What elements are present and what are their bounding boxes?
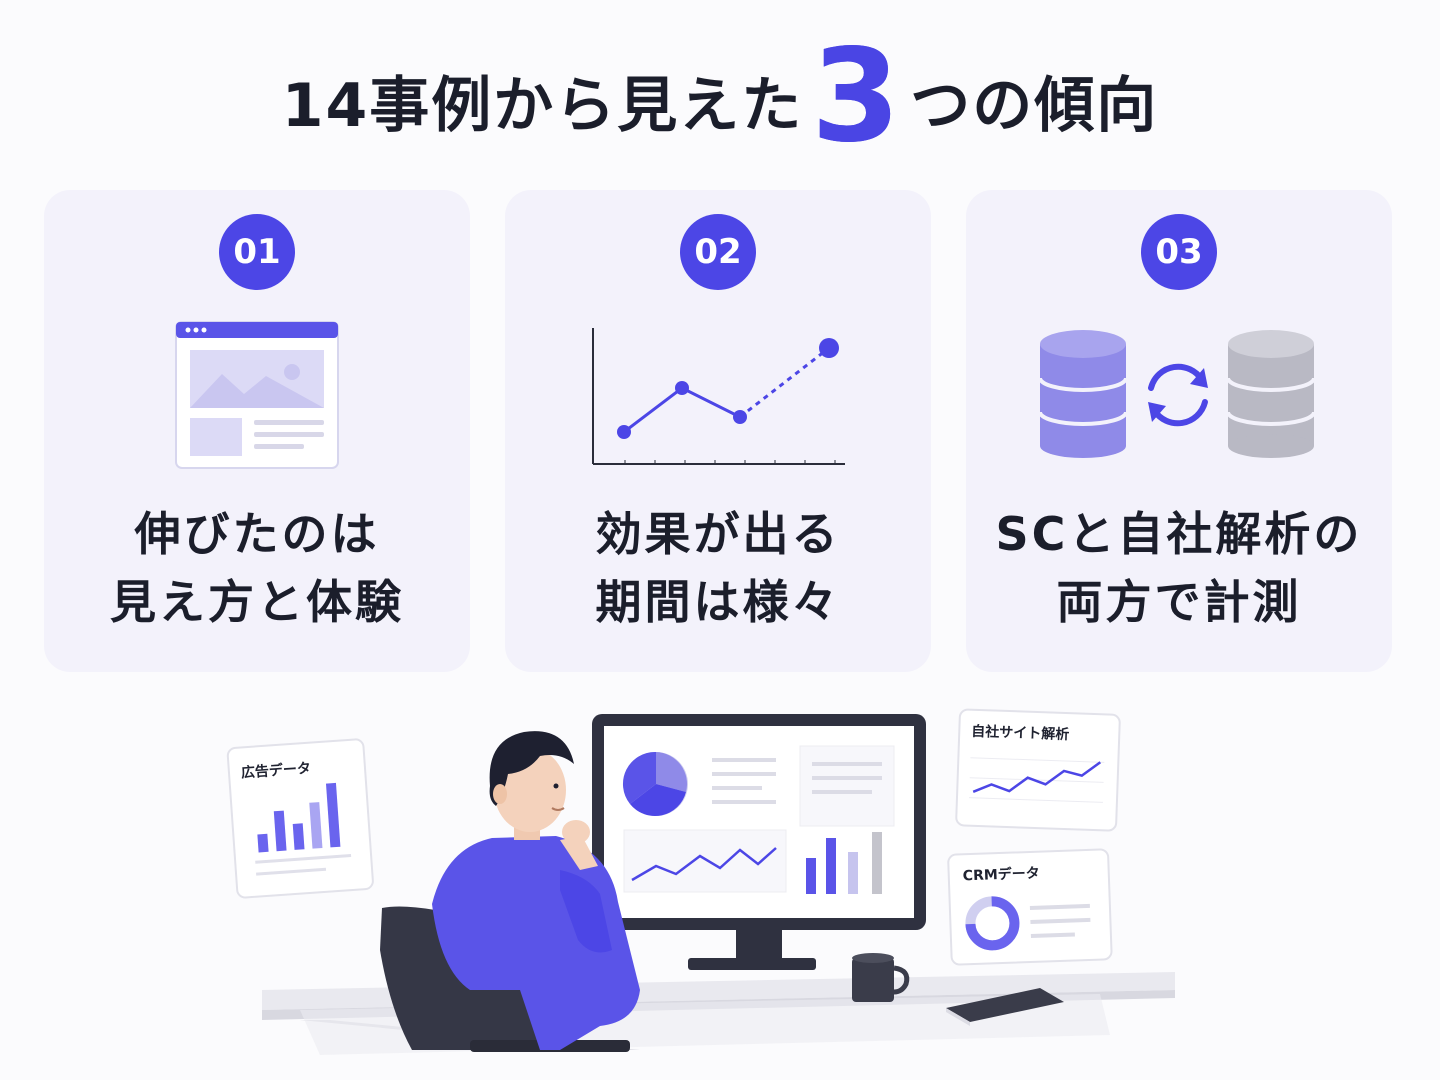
webpage-icon bbox=[175, 321, 339, 469]
card-number-badge: 03 bbox=[1141, 214, 1217, 290]
card-label-line1: 伸びたのは bbox=[134, 507, 380, 561]
card-label-line1: SCと自社解析の bbox=[995, 507, 1363, 561]
title-suffix: つの傾向 bbox=[910, 71, 1159, 141]
card-label-line2: 両方で計測 bbox=[1056, 575, 1302, 629]
card-label-line1: 効果が出る bbox=[595, 507, 841, 561]
sync-icon bbox=[1148, 363, 1208, 427]
line-chart-icon bbox=[592, 328, 845, 465]
card-label-line2: 見え方と体験 bbox=[110, 575, 404, 629]
database-icon-gray bbox=[1226, 330, 1316, 458]
title-prefix: 14事例から見えた bbox=[281, 71, 804, 141]
card-number-badge: 02 bbox=[680, 214, 756, 290]
notebook bbox=[946, 988, 1064, 1026]
trend-card-2: 02 効果が出る 期間は様々 bbox=[505, 190, 931, 672]
card-label: 伸びたのは 見え方と体験 bbox=[44, 500, 470, 636]
site-analytics-title: 自社サイト解析 bbox=[971, 723, 1070, 743]
trend-card-3: 03 SCと自社解析の 両方で計測 bbox=[966, 190, 1392, 672]
crm-data-title: CRMデータ bbox=[962, 865, 1040, 885]
ad-data-panel: 広告データ bbox=[226, 738, 374, 899]
person bbox=[432, 731, 640, 1050]
analyst-illustration: 広告データ 自社サイト解析 bbox=[226, 708, 1175, 1055]
monitor bbox=[592, 714, 926, 970]
card-label: SCと自社解析の 両方で計測 bbox=[966, 500, 1392, 636]
card-label-line2: 期間は様々 bbox=[595, 575, 841, 629]
site-analytics-panel: 自社サイト解析 bbox=[955, 708, 1121, 832]
card-label: 効果が出る 期間は様々 bbox=[505, 500, 931, 636]
coffee-mug bbox=[852, 953, 910, 1002]
database-sync-icon bbox=[1038, 330, 1316, 458]
title-number: 3 bbox=[811, 22, 903, 171]
crm-data-panel: CRMデータ bbox=[947, 848, 1113, 966]
trend-card-1: 01 伸びたのは 見え方と体験 bbox=[44, 190, 470, 672]
database-icon-purple bbox=[1038, 330, 1128, 458]
card-number-badge: 01 bbox=[219, 214, 295, 290]
ad-data-title: 広告データ bbox=[240, 760, 311, 782]
